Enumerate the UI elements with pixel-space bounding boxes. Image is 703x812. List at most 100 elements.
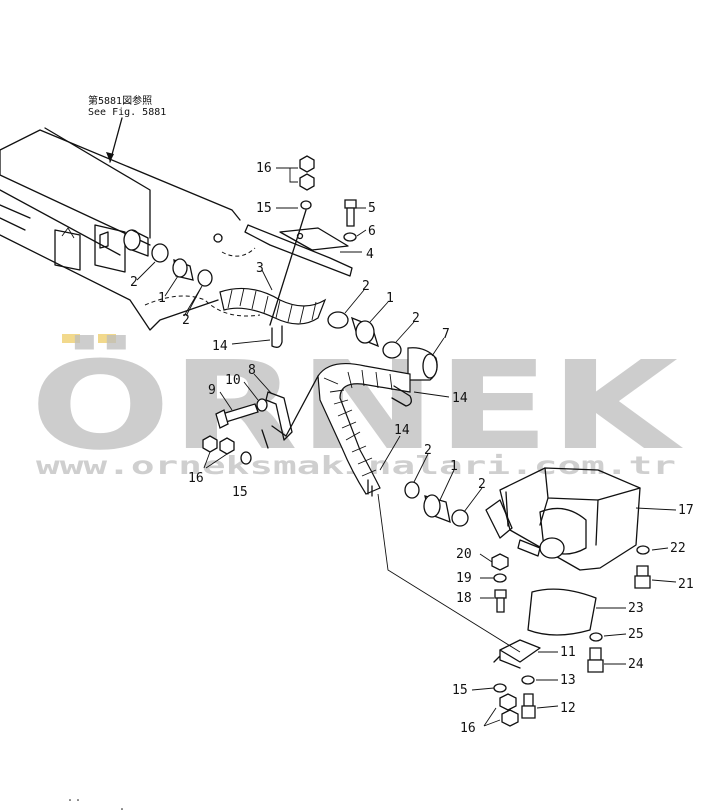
clamp-2-mid-b — [382, 341, 402, 359]
callout-5: 5 — [368, 201, 376, 216]
bracket-8-tab — [261, 429, 269, 449]
duct-17-outlet — [539, 537, 565, 559]
duct-17-flange — [485, 499, 513, 539]
duct-17-inner — [505, 467, 641, 527]
leaders-right — [596, 507, 677, 665]
nut-16-b — [219, 437, 235, 455]
nut-16-top-b — [299, 173, 315, 191]
callout-1-mid: 1 — [386, 291, 394, 306]
hose-14-leader-line — [271, 375, 319, 437]
hidden-line-lower — [144, 295, 261, 317]
frame-tab — [99, 231, 109, 249]
frame-bracket — [94, 224, 126, 273]
reference-arrowhead — [106, 152, 114, 162]
lower-joint — [404, 481, 469, 527]
u-bolt-14 — [271, 325, 412, 407]
plate-4-flange — [279, 227, 349, 251]
hidden-line-upper — [221, 247, 256, 257]
callout-14-mid: 14 — [394, 423, 410, 438]
reference-note-jp: 第5881図参照 — [88, 94, 152, 107]
callout-15-left: 15 — [232, 485, 248, 500]
u-bolt-14-lower — [271, 325, 283, 348]
duct-17-outline — [499, 467, 641, 571]
callout-15-right: 15 — [452, 683, 468, 698]
nut-20 — [491, 553, 509, 571]
bolt-12-shank — [523, 693, 534, 707]
washer-25 — [589, 632, 603, 642]
callout-12: 12 — [560, 701, 576, 716]
watermark-accent-right — [98, 334, 116, 343]
bolt-12-head — [521, 705, 536, 719]
bolt-24-shank — [589, 647, 602, 661]
washer-10 — [256, 398, 268, 412]
reference-note-en: See Fig. 5881 — [88, 107, 166, 118]
callout-23: 23 — [628, 601, 644, 616]
callout-20: 20 — [456, 547, 472, 562]
hose-3-ribs — [227, 287, 317, 324]
frame-bolt — [213, 233, 223, 243]
callout-17: 17 — [678, 503, 694, 518]
callout-6: 6 — [368, 224, 376, 239]
scan-specks — [69, 799, 123, 810]
bolt-24-head — [587, 659, 604, 673]
callout-18: 18 — [456, 591, 472, 606]
elbow-7-mouth — [422, 353, 438, 379]
frame-panel — [44, 127, 151, 239]
frame-box-clip — [61, 227, 75, 239]
callout-2-low-b: 2 — [478, 477, 486, 492]
callout-22: 22 — [670, 541, 686, 556]
callout-2-ul: 2 — [130, 275, 138, 290]
leaders-left — [136, 261, 203, 317]
callout-14-left: 14 — [212, 339, 228, 354]
bracket-11-tab — [493, 649, 521, 669]
callout-8: 8 — [248, 363, 256, 378]
washer-22 — [636, 545, 650, 555]
watermark-accent-left — [62, 334, 80, 343]
cover-23 — [527, 588, 597, 636]
nut-16-top-a — [299, 155, 315, 173]
callout-19: 19 — [456, 571, 472, 586]
fasteners-right — [483, 545, 651, 727]
washer-15-top — [300, 200, 312, 210]
callout-16-right: 16 — [460, 721, 476, 736]
leaders-lower — [219, 373, 483, 513]
hose-3 — [219, 287, 327, 325]
callout-7: 7 — [442, 327, 450, 342]
fasteners-top — [269, 155, 357, 326]
callout-16-top: 16 — [256, 161, 272, 176]
rubber-hose-1-left-end — [172, 258, 188, 278]
clamp-2-lower-a — [404, 481, 420, 499]
stud-leader — [269, 209, 307, 326]
washer-13 — [521, 675, 535, 685]
nut-16-right-b — [501, 709, 519, 727]
fasteners-left — [202, 435, 252, 469]
nut-16-a — [202, 435, 218, 453]
rubber-hose-1-lower-end — [423, 494, 441, 518]
hose-14-ribs — [323, 369, 393, 477]
upper-left-joint — [151, 243, 213, 287]
bolt-21-head — [634, 575, 651, 589]
leaders-top — [231, 207, 367, 345]
bracket-11-leader — [377, 493, 521, 653]
bolt-21-shank — [636, 565, 649, 577]
washer-6 — [343, 232, 357, 242]
leader-lines — [136, 207, 677, 709]
bracket-11 — [377, 493, 541, 669]
hose-14-long — [271, 363, 411, 497]
bolt-18-head — [494, 589, 507, 599]
callout-14-right: 14 — [452, 391, 468, 406]
hose-3-body — [219, 287, 327, 325]
callout-2-ul-b: 2 — [182, 313, 190, 328]
callout-2-mid-b: 2 — [412, 311, 420, 326]
frame-top-edge — [0, 129, 241, 221]
callout-labels: 16 15 5 6 4 3 2 1 2 14 2 1 2 7 14 8 10 9… — [130, 161, 694, 736]
clamp-2-mid-a — [327, 311, 349, 329]
bracket-8 — [265, 391, 293, 441]
duct-17-lip — [517, 539, 541, 557]
cover-23-body — [527, 588, 597, 636]
washer-15-left — [240, 451, 252, 465]
nut-16-top-leader — [276, 167, 298, 183]
washer-19 — [493, 573, 507, 583]
frame-lines — [0, 204, 31, 231]
